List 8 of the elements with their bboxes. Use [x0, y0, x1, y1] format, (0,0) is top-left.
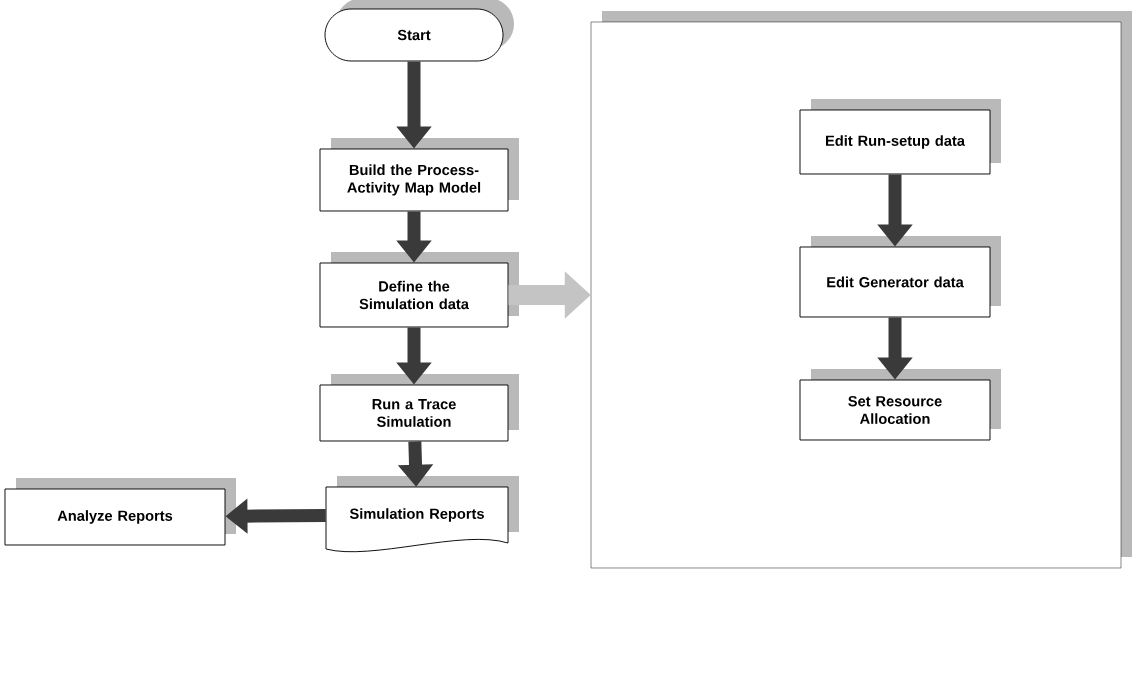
process-box: Run a Trace Simulation [319, 374, 519, 442]
process-box: Edit Generator data [799, 236, 1001, 318]
process-box: Edit Run-setup data [799, 99, 1001, 175]
process-box: Build the Process-Activity Map Model [319, 138, 519, 212]
process-box: Define the Simulation data [319, 252, 519, 328]
process-box: Analyze Reports [4, 478, 236, 546]
start-terminal: Start [324, 0, 514, 62]
process-box: Set Resource Allocation [799, 369, 1001, 441]
